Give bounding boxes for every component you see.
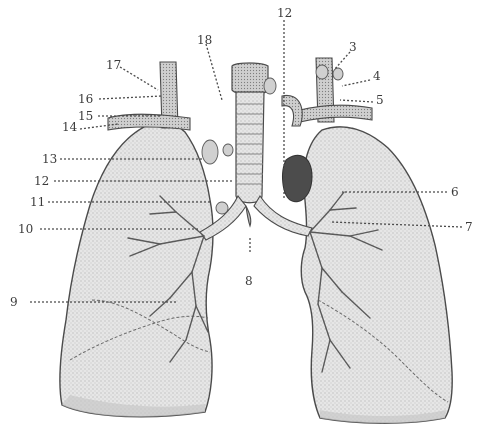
callout-5: 5 xyxy=(376,93,384,107)
pulmonary-vessel-dark xyxy=(283,155,312,201)
callout-12: 12 xyxy=(277,6,292,20)
callout-14: 14 xyxy=(62,120,78,134)
callout-8: 8 xyxy=(245,274,253,288)
left-lung xyxy=(60,122,213,416)
callout-13: 13 xyxy=(42,152,57,166)
callout-11: 11 xyxy=(30,195,45,209)
trachea xyxy=(232,63,268,203)
callout-15: 15 xyxy=(78,109,93,123)
callout-9: 9 xyxy=(10,295,18,309)
callout-18: 18 xyxy=(197,33,212,47)
main-bronchi xyxy=(200,196,312,240)
right-lung-outline xyxy=(301,127,452,423)
callout-3: 3 xyxy=(349,40,357,54)
right-main-bronchus xyxy=(254,196,312,236)
right-lung xyxy=(301,127,452,423)
callout-7: 7 xyxy=(465,220,473,234)
left-lung-outline xyxy=(60,122,213,416)
right-vessel-horizontal xyxy=(300,105,372,122)
carina xyxy=(246,206,251,226)
callout-6: 6 xyxy=(451,185,459,199)
callout-4: 4 xyxy=(373,69,381,83)
larynx xyxy=(232,63,268,95)
trachea-tube xyxy=(236,92,264,203)
callout-12b: 12 xyxy=(34,174,49,188)
aortic-arch xyxy=(282,95,302,126)
callout-17: 17 xyxy=(106,58,121,72)
callout-16: 16 xyxy=(78,92,93,106)
callout-10: 10 xyxy=(18,222,33,236)
